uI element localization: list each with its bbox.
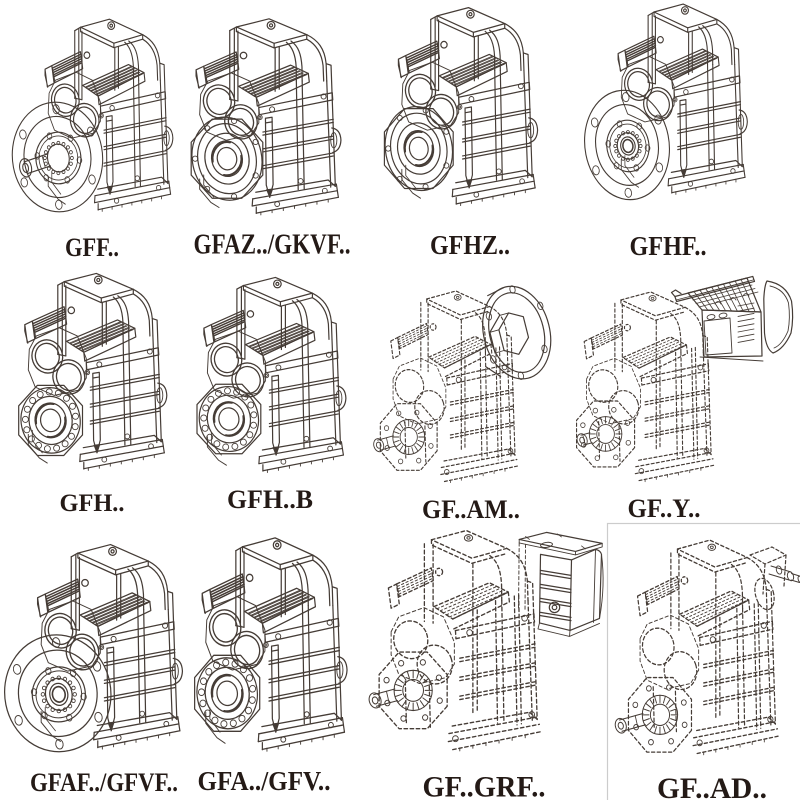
svg-text:GFH..: GFH.. xyxy=(60,490,125,517)
svg-text:GFF..: GFF.. xyxy=(65,233,119,262)
svg-text:GFHF..: GFHF.. xyxy=(630,231,707,261)
svg-text:GFAF../GFVF..: GFAF../GFVF.. xyxy=(30,768,178,797)
svg-text:GFHZ..: GFHZ.. xyxy=(430,230,510,260)
svg-text:GF..AM..: GF..AM.. xyxy=(422,495,520,524)
svg-text:GFA../GFV..: GFA../GFV.. xyxy=(198,766,331,796)
svg-text:GFAZ../GKVF..: GFAZ../GKVF.. xyxy=(194,229,351,261)
svg-text:GF..AD..: GF..AD.. xyxy=(657,772,767,800)
svg-text:GF..GRF..: GF..GRF.. xyxy=(423,771,546,801)
svg-text:GFH..B: GFH..B xyxy=(227,485,313,514)
svg-text:GF..Y..: GF..Y.. xyxy=(628,494,701,523)
